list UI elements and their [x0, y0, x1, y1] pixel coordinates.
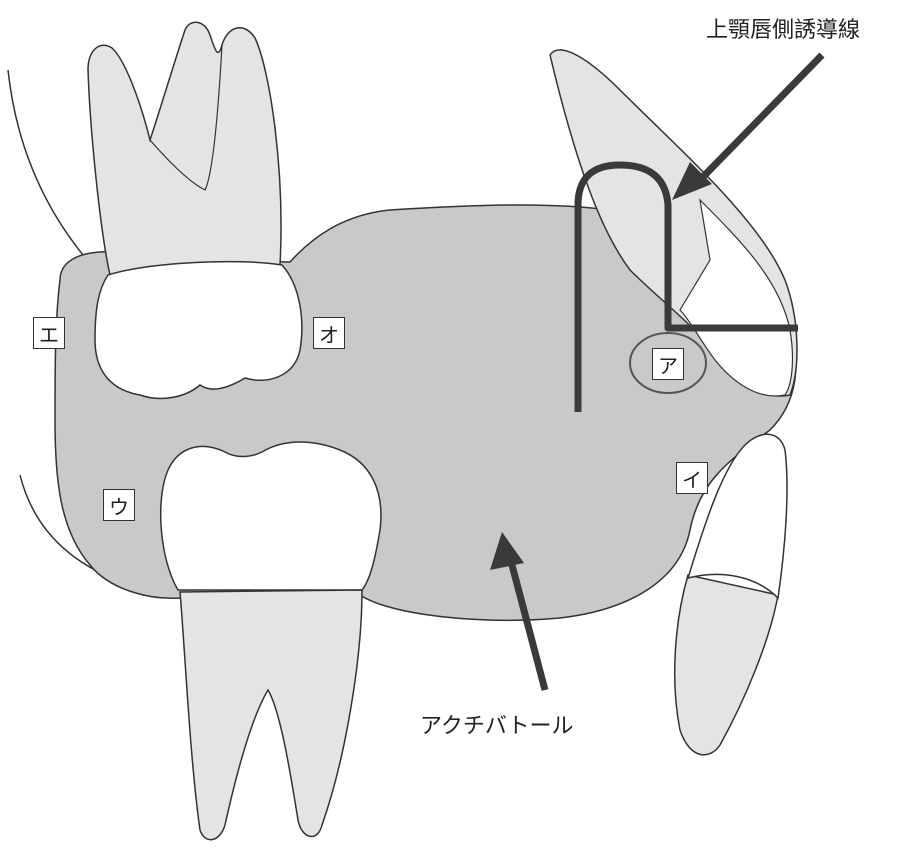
label-u: ウ: [103, 489, 135, 521]
guide-wire-arrow-shaft: [700, 55, 822, 180]
lower-incisor-root: [675, 575, 778, 755]
label-e: エ: [33, 317, 65, 349]
lower-molar-roots: [180, 590, 362, 840]
label-a: ア: [652, 348, 684, 380]
guide-wire-caption: 上顎唇側誘導線: [706, 12, 860, 44]
label-o: オ: [313, 317, 345, 349]
upper-molar-roots: [88, 22, 281, 275]
lower-molar-crown: [161, 442, 381, 590]
upper-molar-crown: [95, 262, 302, 399]
label-i: イ: [676, 462, 708, 494]
activator-caption: アクチバトール: [420, 708, 574, 740]
